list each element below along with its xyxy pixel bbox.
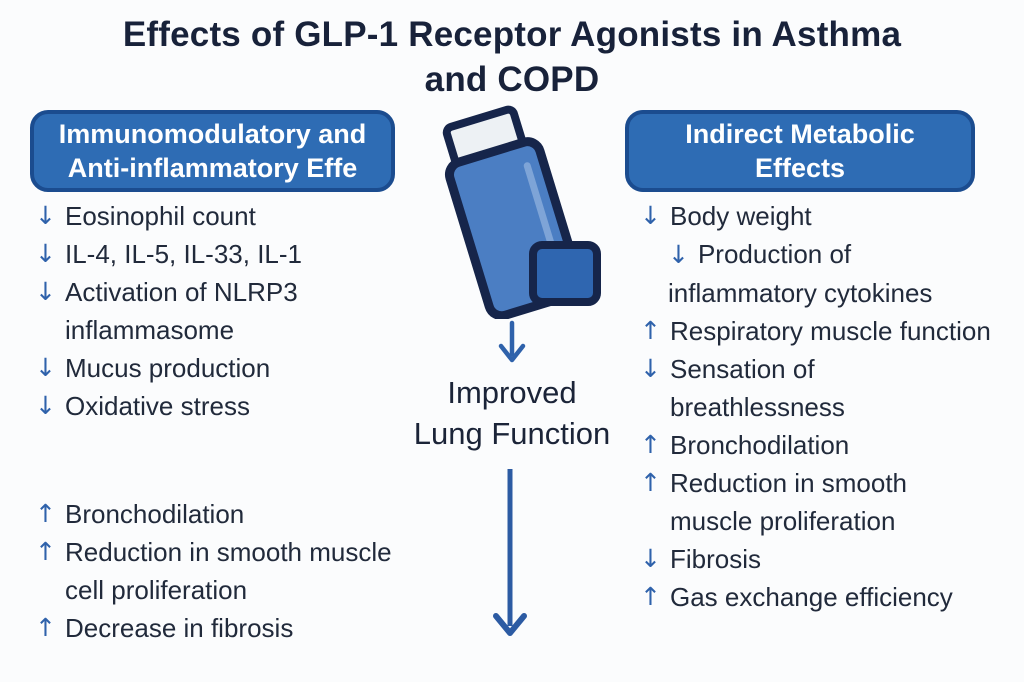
trend-arrow-icon: ↓: [35, 353, 56, 382]
effect-item: ↓ Fibrosis: [640, 540, 992, 578]
effect-item: ↑ Reduction in smooth muscle proliferati…: [640, 464, 992, 540]
long-down-arrow-icon: [490, 466, 530, 651]
left-effects-list-top: ↓ Eosinophil count ↓ IL-4, IL-5, IL-33, …: [35, 197, 395, 425]
effect-text: Reduction in smooth muscle cell prolifer…: [65, 537, 392, 605]
trend-arrow-icon: ↓: [35, 239, 56, 268]
effect-text: Body weight: [670, 201, 812, 231]
trend-arrow-icon: ↑: [35, 613, 56, 642]
effect-item-indented: ↓Production of inflammatory cytokines: [640, 235, 992, 312]
trend-arrow-icon: ↑: [640, 582, 661, 611]
effect-item: ↑ Bronchodilation: [640, 426, 992, 464]
trend-arrow-icon: ↓: [35, 201, 56, 230]
left-panel-header: Immunomodulatory and Anti-inflammatory E…: [30, 110, 395, 192]
effect-text: Activation of NLRP3 inflammasome: [65, 277, 298, 345]
effect-item: ↓ IL-4, IL-5, IL-33, IL-1: [35, 235, 395, 273]
effect-item: ↑ Decrease in fibrosis: [35, 609, 395, 647]
effect-text: Eosinophil count: [65, 201, 256, 231]
inhaler-icon: [413, 104, 603, 321]
outcome-line2: Lung Function: [413, 416, 611, 451]
effect-text: Production of inflammatory cytokines: [668, 239, 933, 308]
effect-text: Gas exchange efficiency: [670, 582, 953, 612]
title-line1: Effects of GLP-1 Receptor Agonists in As…: [122, 15, 902, 54]
effect-item: ↓ Activation of NLRP3 inflammasome: [35, 273, 395, 349]
effect-text: Sensation of breathlessness: [670, 354, 845, 422]
outcome-line1: Improved: [447, 375, 577, 410]
effect-item: ↓ Oxidative stress: [35, 387, 395, 425]
effect-item: ↓ Body weight: [640, 197, 992, 235]
right-panel-header: Indirect Metabolic Effects: [625, 110, 975, 192]
effect-text: Reduction in smooth muscle proliferation: [670, 468, 908, 536]
trend-arrow-icon: ↑: [640, 430, 661, 459]
effect-item: ↑ Reduction in smooth muscle cell prolif…: [35, 533, 395, 609]
effect-item: ↓ Eosinophil count: [35, 197, 395, 235]
effect-text: Bronchodilation: [670, 430, 850, 460]
down-arrow-icon: [494, 320, 530, 368]
effect-item: ↓ Sensation of breathlessness: [640, 350, 992, 426]
effect-item: ↑ Bronchodilation: [35, 495, 395, 533]
trend-arrow-icon: ↑: [35, 499, 56, 528]
right-effects-list: ↓ Body weight ↓Production of inflammator…: [640, 197, 992, 616]
effect-text: IL-4, IL-5, IL-33, IL-1: [65, 239, 303, 269]
trend-arrow-icon: ↓: [640, 354, 661, 383]
trend-arrow-icon: ↓: [640, 201, 661, 230]
trend-arrow-icon: ↑: [640, 316, 661, 345]
outcome-label: Improved Lung Function: [372, 372, 652, 454]
effect-text: Mucus production: [65, 353, 271, 383]
effect-text: Bronchodilation: [65, 499, 245, 529]
effect-item: ↓ Mucus production: [35, 349, 395, 387]
effect-item: ↑ Respiratory muscle function: [640, 312, 992, 350]
trend-arrow-icon: ↓: [668, 240, 689, 269]
effect-text: Respiratory muscle function: [670, 316, 991, 346]
effect-text: Oxidative stress: [65, 391, 250, 421]
trend-arrow-icon: ↓: [35, 391, 56, 420]
trend-arrow-icon: ↑: [640, 468, 661, 497]
trend-arrow-icon: ↑: [35, 537, 56, 566]
effect-item: ↑ Gas exchange efficiency: [640, 578, 992, 616]
left-panel-header-label: Immunomodulatory and Anti-inflammatory E…: [58, 119, 367, 183]
left-effects-list-bottom: ↑ Bronchodilation ↑ Reduction in smooth …: [35, 495, 395, 647]
effect-text: Fibrosis: [670, 544, 762, 574]
effect-text: Decrease in fibrosis: [65, 613, 294, 643]
page-title: Effects of GLP-1 Receptor Agonists in As…: [0, 12, 1024, 102]
right-panel-header-label: Indirect Metabolic Effects: [685, 119, 915, 183]
trend-arrow-icon: ↓: [640, 544, 661, 573]
trend-arrow-icon: ↓: [35, 277, 56, 306]
title-line2: and COPD: [424, 60, 600, 99]
